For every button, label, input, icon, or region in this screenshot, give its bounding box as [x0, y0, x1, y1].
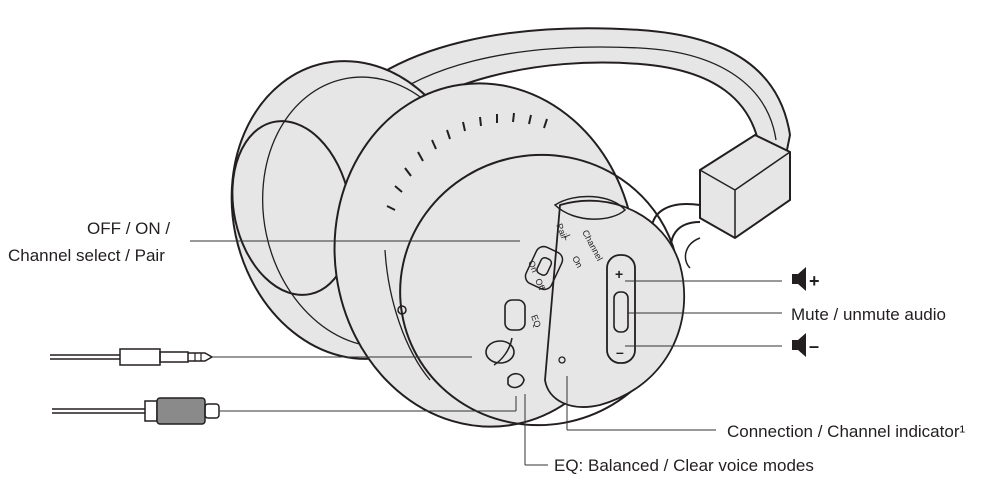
marking-l: L — [562, 233, 573, 241]
label-mute: Mute / unmute audio — [791, 305, 946, 324]
speaker-icon — [792, 333, 806, 357]
volume-rocker — [606, 254, 636, 364]
usb-c-cable — [52, 397, 220, 425]
label-eq: EQ: Balanced / Clear voice modes — [554, 456, 814, 475]
headband — [328, 27, 792, 269]
aux-cable — [50, 348, 214, 366]
speaker-icon — [792, 267, 806, 291]
marking-eq: EQ — [529, 313, 543, 329]
marking-on-right: On — [570, 254, 584, 269]
leader-lines — [190, 240, 782, 466]
status-led — [558, 356, 566, 364]
vol-up-plus: + — [809, 271, 820, 291]
label-power-line2: Channel select / Pair — [8, 246, 165, 265]
volume-down-symbol: – — [792, 333, 819, 357]
label-indicator: Connection / Channel indicator¹ — [727, 422, 965, 441]
marking-minus: – — [616, 344, 624, 360]
label-power-line1: OFF / ON / — [87, 219, 170, 238]
usb-c-port — [507, 372, 525, 389]
marking-off: Off — [533, 277, 547, 292]
aux-port — [485, 337, 515, 366]
power-switch — [524, 195, 627, 291]
eq-button — [504, 299, 526, 331]
volume-up-symbol: + — [792, 267, 820, 291]
vol-down-minus: – — [809, 336, 819, 356]
marking-plus: + — [615, 266, 623, 282]
marking-on: On — [526, 259, 540, 274]
